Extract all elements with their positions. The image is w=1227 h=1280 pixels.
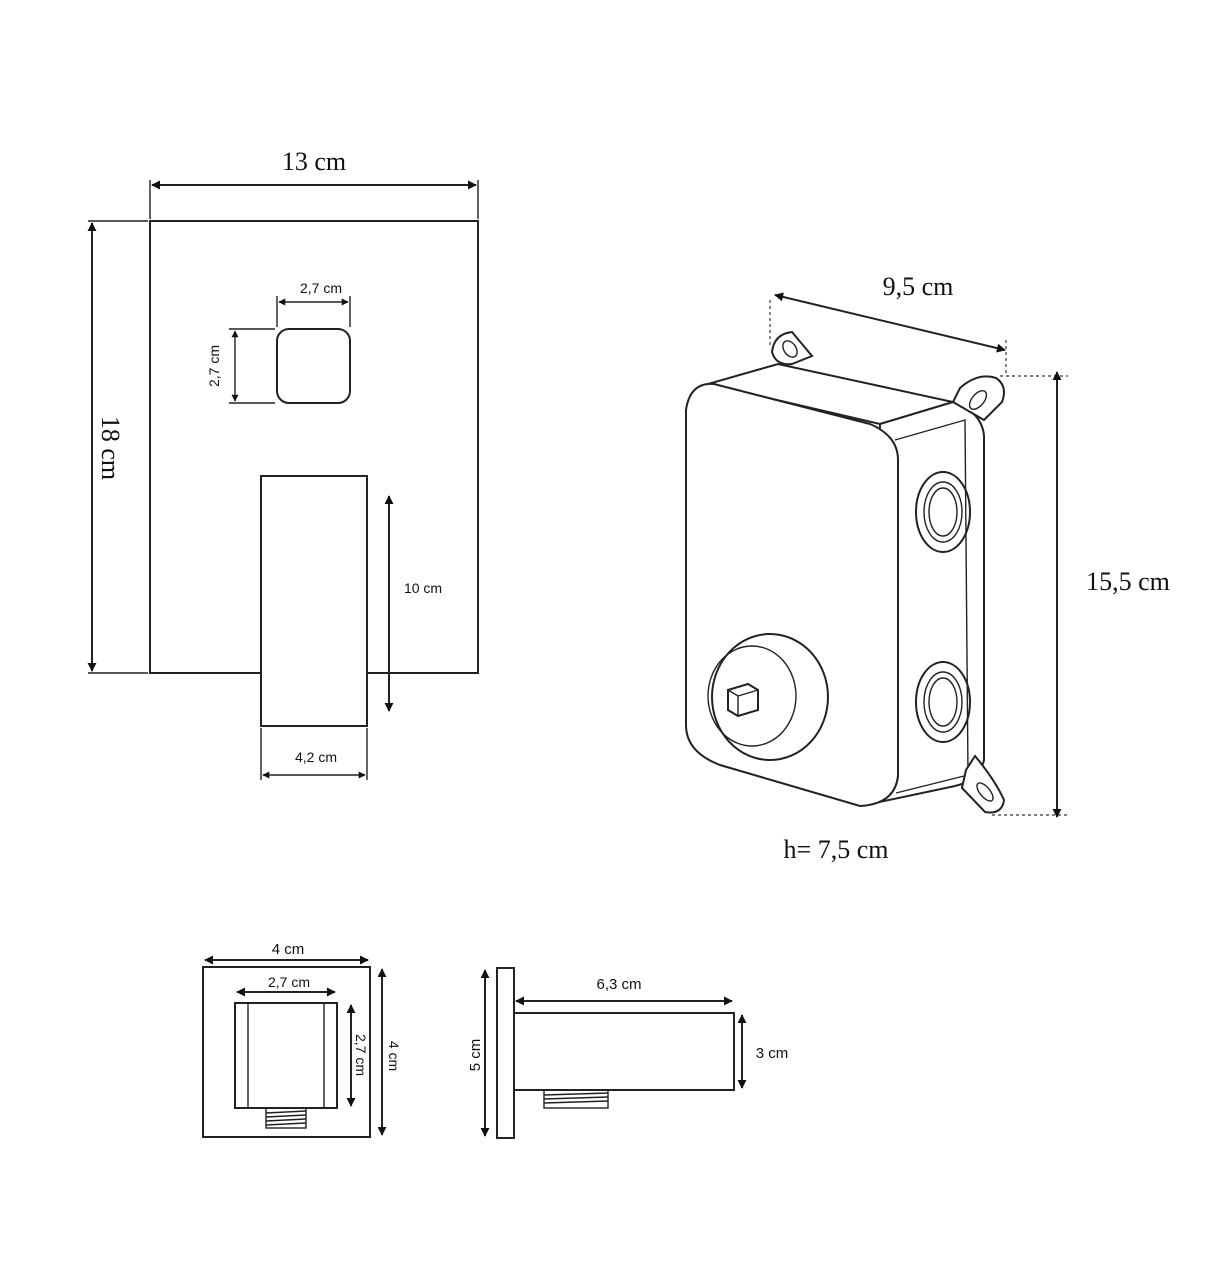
lever-height-label: 10 cm	[404, 580, 442, 596]
valve-spindle	[707, 633, 829, 761]
outlet-block-width-label: 2,7 cm	[268, 974, 310, 990]
outlet-block-front	[234, 1002, 338, 1109]
lever-width-label: 4,2 cm	[295, 749, 337, 765]
outlet-front-view: 4 cm 2,7 cm 2,7 cm 4 cm	[202, 941, 402, 1138]
box-front-face	[685, 382, 899, 808]
box-height-label: 15,5 cm	[1086, 567, 1170, 596]
cover-plate-width-label: 13 cm	[282, 147, 346, 176]
outlet-body-side	[513, 1012, 735, 1091]
mounting-ear-top-right	[951, 375, 1005, 422]
threaded-port-upper	[915, 471, 971, 553]
mounting-ear-top-left	[770, 330, 814, 366]
threaded-port-lower	[915, 661, 971, 743]
side-length-label: 6,3 cm	[596, 976, 641, 993]
box-width-label: 9,5 cm	[883, 272, 954, 301]
box-width-arrow	[774, 292, 1006, 353]
side-block-height-label: 3 cm	[756, 1045, 789, 1062]
outlet-thread-side	[543, 1089, 609, 1109]
knob-square	[276, 328, 351, 404]
knob-width-label: 2,7 cm	[300, 280, 342, 296]
side-plate-height-label: 5 cm	[467, 1039, 484, 1072]
outlet-plate-front	[202, 966, 371, 1138]
outlet-side-view: 5 cm 6,3 cm 3 cm	[467, 967, 789, 1139]
body-box-view: 9,5 cm 15,5 cm h= 7,5 cm	[685, 272, 1170, 864]
lever	[260, 475, 368, 727]
cover-plate-height-label: 18 cm	[96, 416, 125, 480]
cover-plate-view: 13 cm 18 cm 2,7 cm 2,7 cm 10 cm 4,2 cm	[87, 147, 479, 780]
outlet-plate-width-label: 4 cm	[272, 941, 305, 958]
outlet-plate-height-label: 4 cm	[386, 1041, 402, 1071]
outlet-block-height-label: 2,7 cm	[353, 1034, 369, 1076]
outlet-plate-side	[496, 967, 515, 1139]
knob-height-label: 2,7 cm	[206, 345, 222, 387]
box-depth-label: h= 7,5 cm	[784, 835, 889, 864]
outlet-thread-front	[265, 1107, 307, 1129]
